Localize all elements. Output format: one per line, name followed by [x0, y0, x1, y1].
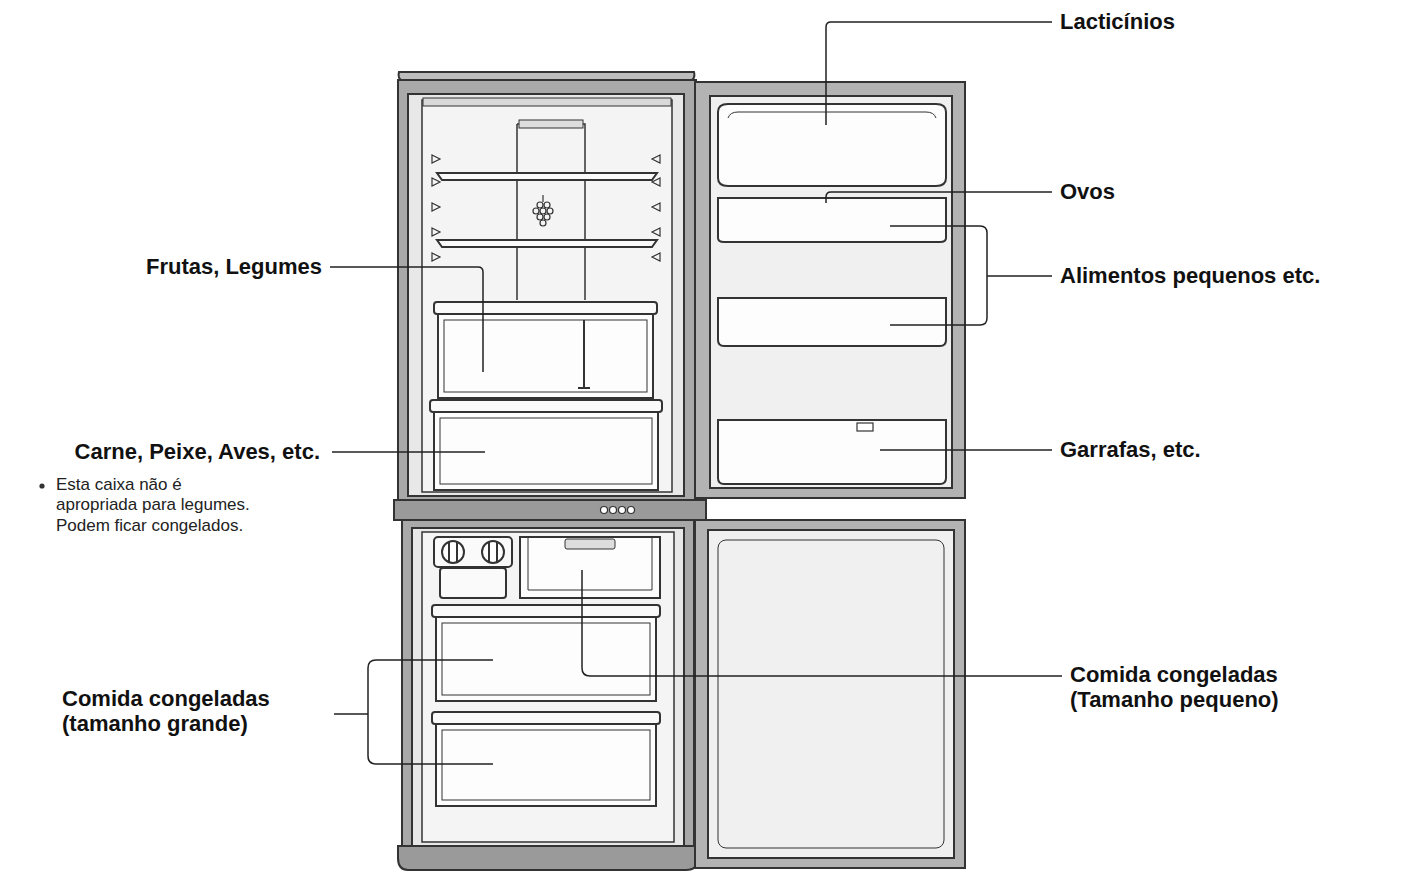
compartment-label: Comida congeladas (tamanho grande): [62, 686, 342, 737]
compartment-label: Carne, Peixe, Aves, etc.: [75, 439, 320, 464]
compartment-label: Garrafas, etc.: [1060, 437, 1201, 462]
compartment-label: Comida congeladas (Tamanho pequeno): [1070, 662, 1370, 713]
compartment-label: Ovos: [1060, 179, 1115, 204]
bullet-dot: [39, 483, 44, 488]
compartment-label: Lacticínios: [1060, 9, 1175, 34]
note-text: Esta caixa não é apropriada para legumes…: [56, 475, 261, 536]
compartment-label: Alimentos pequenos etc.: [1060, 263, 1320, 288]
compartment-label: Frutas, Legumes: [146, 254, 322, 279]
